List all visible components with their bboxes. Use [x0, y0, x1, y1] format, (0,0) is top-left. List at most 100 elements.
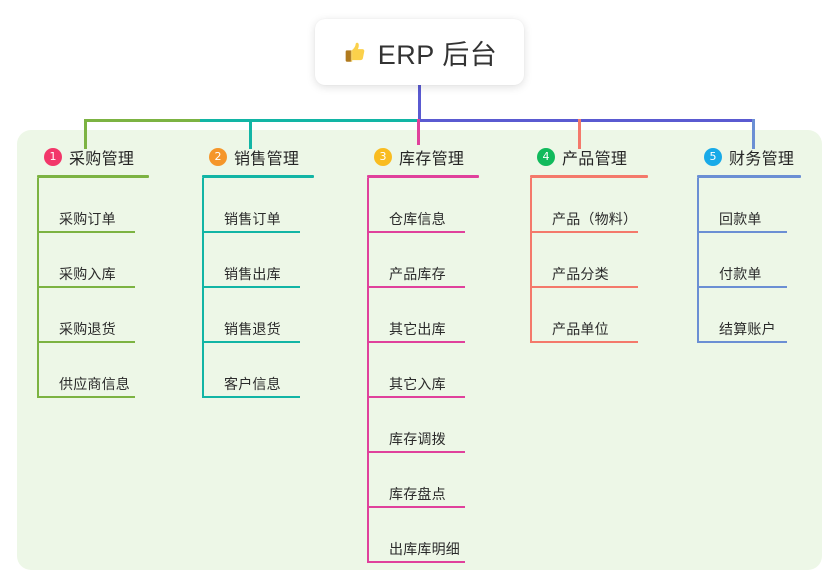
category-title: 采购管理: [69, 151, 135, 168]
category-number-badge: 4: [537, 148, 555, 166]
menu-item-label: 库存调拨: [389, 431, 446, 447]
category-column: 5 财务管理回款单付款单结算账户: [697, 145, 837, 343]
menu-item-label: 产品分类: [552, 266, 609, 282]
menu-item-label: 结算账户: [719, 321, 776, 337]
category-column: 2 销售管理销售订单销售出库销售退货客户信息: [202, 145, 352, 398]
category-number-badge: 3: [374, 148, 392, 166]
column-drop-2: [249, 119, 252, 149]
menu-item-underline: [202, 341, 300, 343]
item-spine: [367, 178, 369, 563]
menu-item-underline: [367, 506, 465, 508]
menu-item[interactable]: 采购入库: [37, 233, 187, 288]
item-spine: [202, 178, 204, 398]
menu-item-underline: [697, 286, 787, 288]
menu-item[interactable]: 销售出库: [202, 233, 352, 288]
menu-item[interactable]: 库存调拨: [367, 398, 517, 453]
menu-item[interactable]: 其它入库: [367, 343, 517, 398]
category-item-list: 仓库信息产品库存其它出库其它入库库存调拨库存盘点出库库明细: [367, 178, 517, 563]
menu-item-label: 销售订单: [224, 211, 281, 227]
connector-bus-segment-1: [84, 119, 202, 122]
category-underline: [37, 175, 149, 178]
menu-item[interactable]: 库存盘点: [367, 453, 517, 508]
menu-item-underline: [530, 286, 638, 288]
menu-item-label: 销售退货: [224, 321, 281, 337]
menu-item-underline: [367, 286, 465, 288]
category-number-badge: 2: [209, 148, 227, 166]
category-number-badge: 5: [704, 148, 722, 166]
menu-item[interactable]: 供应商信息: [37, 343, 187, 398]
category-title: 财务管理: [729, 151, 795, 168]
menu-item-underline: [202, 231, 300, 233]
menu-item[interactable]: 产品库存: [367, 233, 517, 288]
menu-item[interactable]: 结算账户: [697, 288, 837, 343]
category-header[interactable]: 4 产品管理: [530, 145, 690, 169]
category-column: 3 库存管理仓库信息产品库存其它出库其它入库库存调拨库存盘点出库库明细: [367, 145, 517, 563]
menu-item-underline: [202, 396, 300, 398]
category-underline: [367, 175, 479, 178]
category-header[interactable]: 5 财务管理: [697, 145, 837, 169]
menu-item-underline: [367, 451, 465, 453]
menu-item[interactable]: 产品单位: [530, 288, 690, 343]
menu-item-underline: [697, 341, 787, 343]
menu-item-label: 产品库存: [389, 266, 446, 282]
menu-item[interactable]: 其它出库: [367, 288, 517, 343]
thumbs-up-icon: [342, 39, 368, 65]
category-title: 销售管理: [234, 151, 300, 168]
menu-item-underline: [37, 396, 135, 398]
root-title: ERP 后台: [377, 39, 498, 70]
menu-item-label: 采购入库: [59, 266, 116, 282]
menu-item-underline: [367, 396, 465, 398]
menu-item-underline: [202, 286, 300, 288]
category-number-badge: 1: [44, 148, 62, 166]
menu-item[interactable]: 回款单: [697, 178, 837, 233]
menu-item[interactable]: 销售订单: [202, 178, 352, 233]
menu-item[interactable]: 采购订单: [37, 178, 187, 233]
diagram-panel: [17, 130, 822, 570]
category-title: 库存管理: [399, 151, 465, 168]
menu-item-underline: [37, 286, 135, 288]
menu-item-underline: [367, 231, 465, 233]
menu-item-label: 出库库明细: [389, 541, 460, 557]
menu-item-underline: [530, 231, 638, 233]
menu-item-label: 回款单: [719, 211, 762, 227]
menu-item-underline: [367, 561, 465, 563]
column-drop-4: [578, 119, 581, 149]
menu-item-label: 销售出库: [224, 266, 281, 282]
menu-item[interactable]: 销售退货: [202, 288, 352, 343]
category-column: 1 采购管理采购订单采购入库采购退货供应商信息: [37, 145, 187, 398]
column-drop-1: [84, 119, 87, 149]
root-node[interactable]: ERP 后台: [315, 19, 524, 85]
menu-item-label: 采购退货: [59, 321, 116, 337]
menu-item-underline: [530, 341, 638, 343]
category-underline: [530, 175, 648, 178]
menu-item[interactable]: 出库库明细: [367, 508, 517, 563]
menu-item[interactable]: 付款单: [697, 233, 837, 288]
category-header[interactable]: 1 采购管理: [37, 145, 187, 169]
menu-item-label: 库存盘点: [389, 486, 446, 502]
category-header[interactable]: 2 销售管理: [202, 145, 352, 169]
category-underline: [697, 175, 801, 178]
menu-item-underline: [697, 231, 787, 233]
menu-item-label: 供应商信息: [59, 376, 130, 392]
menu-item-underline: [37, 341, 135, 343]
menu-item-label: 客户信息: [224, 376, 281, 392]
category-item-list: 产品（物料） 产品分类产品单位: [530, 178, 690, 343]
category-header[interactable]: 3 库存管理: [367, 145, 517, 169]
category-item-list: 回款单付款单结算账户: [697, 178, 837, 343]
category-title: 产品管理: [562, 151, 628, 168]
item-spine: [530, 178, 532, 343]
menu-item[interactable]: 产品（物料）: [530, 178, 690, 233]
item-spine: [697, 178, 699, 343]
menu-item[interactable]: 仓库信息: [367, 178, 517, 233]
menu-item-label: 产品（物料）: [552, 211, 638, 227]
category-item-list: 采购订单采购入库采购退货供应商信息: [37, 178, 187, 398]
menu-item[interactable]: 采购退货: [37, 288, 187, 343]
menu-item-label: 其它入库: [389, 376, 446, 392]
root-connector-drop: [418, 85, 421, 121]
menu-item[interactable]: 客户信息: [202, 343, 352, 398]
column-drop-3: [417, 119, 420, 145]
category-underline: [202, 175, 314, 178]
menu-item[interactable]: 产品分类: [530, 233, 690, 288]
connector-bus-segment-3: [417, 119, 755, 122]
